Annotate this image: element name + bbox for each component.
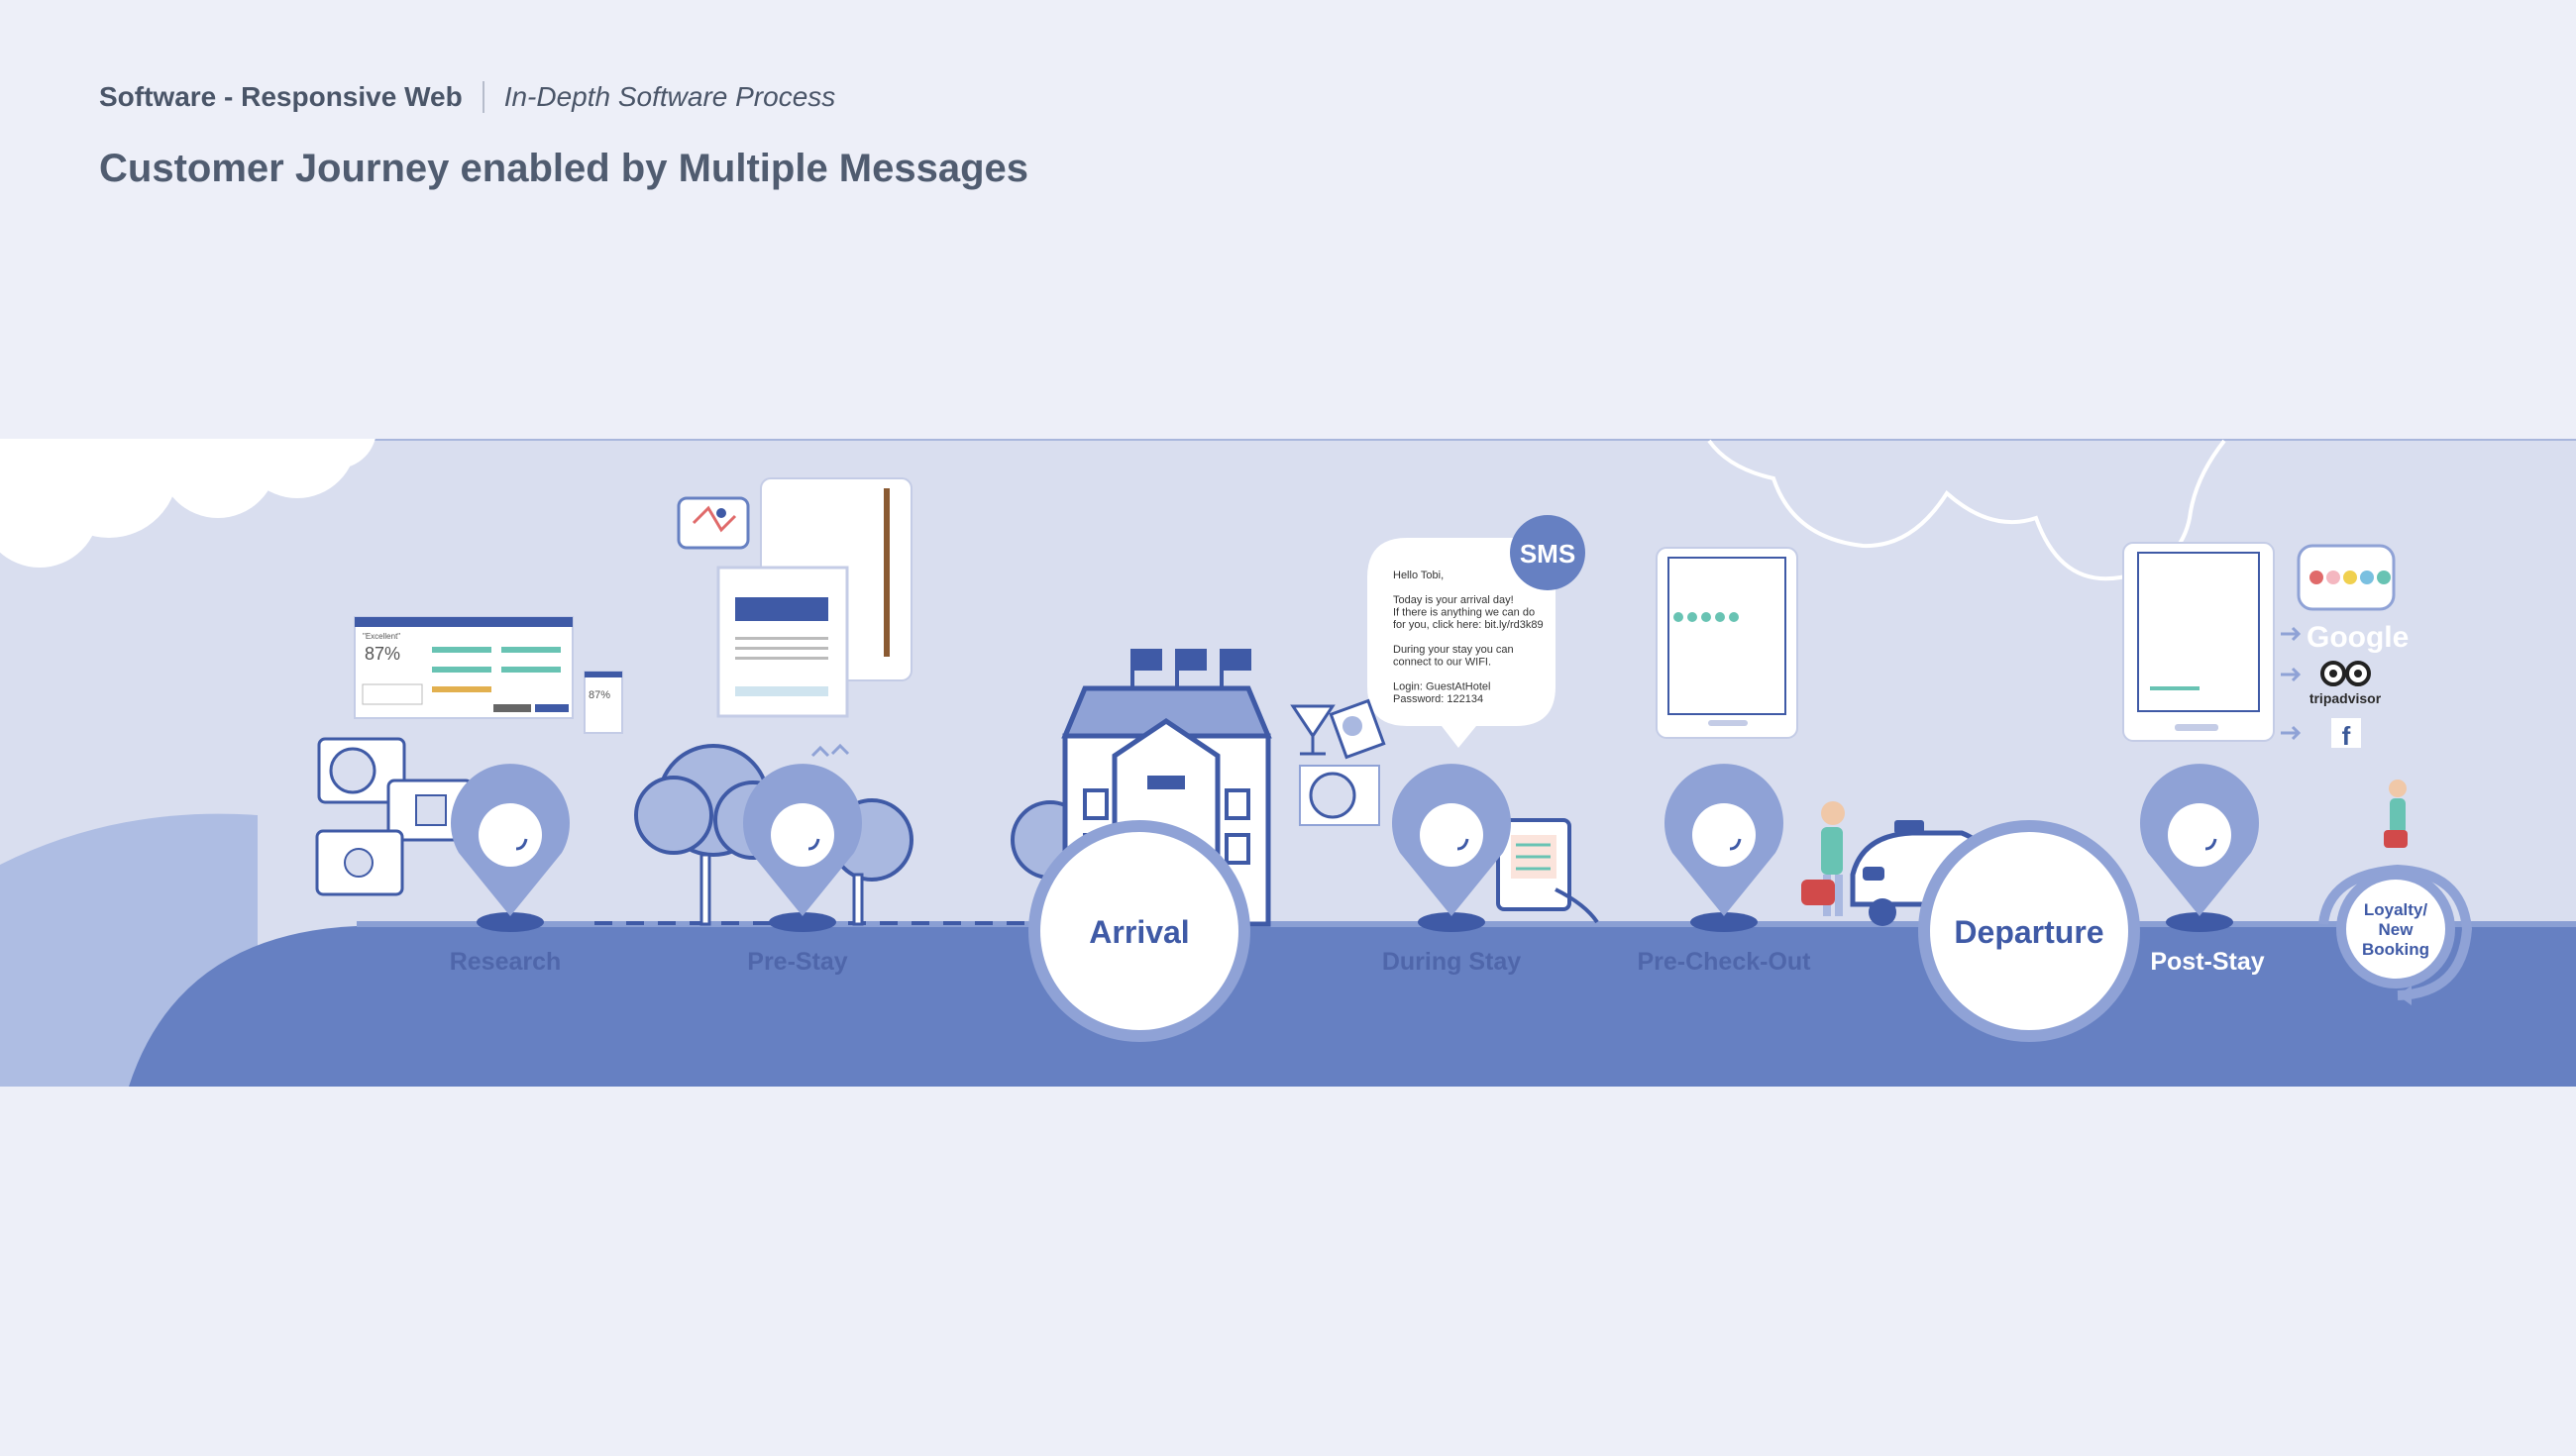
review-platforms: Google tripadvisor f bbox=[2281, 621, 2409, 751]
sms-line: If there is anything we can do bbox=[1393, 607, 1535, 619]
sms-line: connect to our WIFI. bbox=[1393, 657, 1491, 669]
stage-label: Research bbox=[450, 948, 562, 976]
cocktail-icons bbox=[1290, 698, 1386, 826]
sms-line: Today is your arrival day! bbox=[1393, 594, 1514, 606]
mock-good-label: "Excellent" bbox=[363, 632, 400, 641]
sms-bubble: SMS Hello Tobi, Today is your arrival day… bbox=[1367, 515, 1585, 748]
dashboard-mockup: "Excellent" 87% bbox=[354, 616, 574, 719]
stage-label: Pre-Stay bbox=[747, 948, 848, 976]
cloud-top-left bbox=[0, 439, 376, 568]
loyalty-label-line: Booking bbox=[2362, 940, 2429, 959]
loyalty-label-line: New bbox=[2379, 920, 2415, 939]
survey-tablet bbox=[1656, 547, 1798, 739]
header: Software - Responsive Web In-Depth Softw… bbox=[99, 81, 835, 113]
sms-line: During your stay you can bbox=[1393, 644, 1514, 656]
rating-bubble bbox=[2297, 544, 2396, 611]
sms-badge: SMS bbox=[1520, 539, 1575, 569]
tablet-checklist bbox=[1496, 818, 1599, 924]
cloud-top-right bbox=[1707, 439, 2226, 581]
stage-label: During Stay bbox=[1382, 948, 1521, 976]
page-title: Customer Journey enabled by Multiple Mes… bbox=[99, 147, 1029, 190]
traveler-with-suitcase bbox=[1801, 801, 1845, 916]
header-divider bbox=[482, 81, 484, 113]
research-thumbnails bbox=[315, 737, 474, 896]
location-pin-icon bbox=[1392, 764, 1511, 932]
sms-line: for you, click here: bit.ly/rd3k89 bbox=[1393, 619, 1544, 631]
subtitle-label: In-Depth Software Process bbox=[503, 81, 836, 112]
arrival-stop: Arrival bbox=[1028, 820, 1250, 1042]
location-pin-icon bbox=[743, 764, 862, 932]
arrival-label: Arrival bbox=[1089, 914, 1189, 950]
review-tablet bbox=[2122, 542, 2275, 742]
mock-score-small: 87% bbox=[589, 689, 610, 701]
map-speech-icon bbox=[677, 496, 750, 550]
google-logo: Google bbox=[2307, 621, 2409, 654]
location-pin-icon bbox=[450, 764, 570, 932]
category-label: Software - Responsive Web bbox=[99, 81, 463, 112]
sms-line: Login: GuestAtHotel bbox=[1393, 681, 1490, 693]
stage-label: Post-Stay bbox=[2150, 948, 2264, 976]
mobile-mockup-small: 87% bbox=[584, 671, 623, 734]
departure-label: Departure bbox=[1954, 914, 2103, 950]
departure-stop: Departure bbox=[1918, 820, 2140, 1042]
loyalty-label-line: Loyalty/ bbox=[2364, 900, 2428, 919]
traveler-small bbox=[2384, 780, 2408, 848]
location-pin-icon bbox=[1664, 764, 1783, 932]
email-mockup bbox=[716, 477, 912, 718]
stage-label: Pre-Check-Out bbox=[1637, 948, 1811, 976]
tripadvisor-logo: tripadvisor bbox=[2309, 690, 2382, 706]
mock-score: 87% bbox=[365, 644, 400, 664]
sms-line: Hello Tobi, bbox=[1393, 570, 1444, 581]
facebook-logo: f bbox=[2342, 721, 2351, 751]
journey-illustration: "Excellent" 87% 87% bbox=[0, 439, 2576, 1087]
sms-line: Password: 122134 bbox=[1393, 693, 1483, 705]
location-pin-icon bbox=[2140, 764, 2259, 932]
